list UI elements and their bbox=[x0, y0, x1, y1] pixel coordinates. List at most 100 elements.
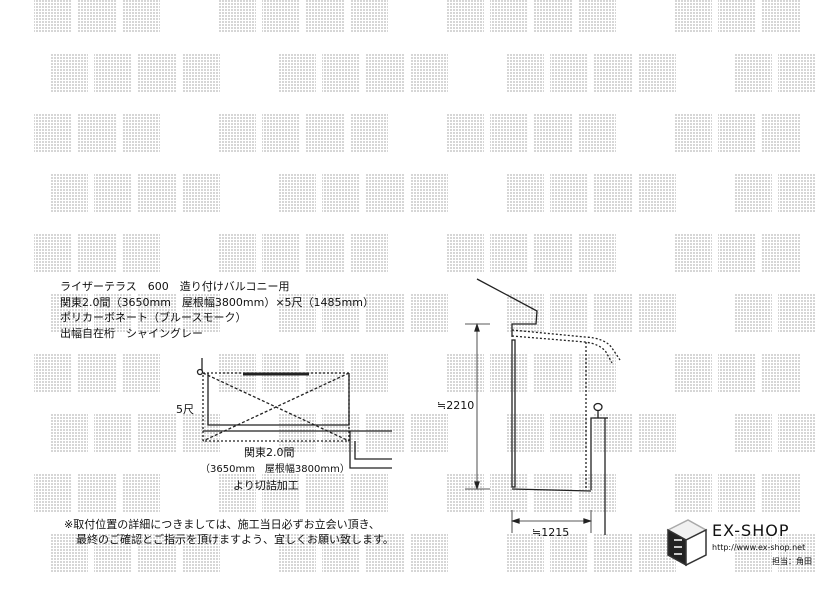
watermark-glyph bbox=[446, 0, 484, 32]
watermark-glyph bbox=[718, 354, 756, 392]
staff-label: 担当：角田 bbox=[772, 557, 812, 566]
watermark-glyph bbox=[50, 414, 88, 452]
watermark-glyph bbox=[122, 114, 160, 152]
watermark-glyph bbox=[306, 114, 344, 152]
watermark-glyph bbox=[366, 534, 404, 572]
watermark-glyph bbox=[350, 234, 388, 272]
watermark-glyph bbox=[138, 294, 176, 332]
watermark-glyph bbox=[218, 0, 256, 32]
watermark-glyph bbox=[778, 294, 816, 332]
spec-line-3: ポリカーボネート（ブルースモーク） bbox=[60, 311, 247, 324]
watermark-glyph bbox=[138, 414, 176, 452]
watermark-glyph bbox=[578, 234, 616, 272]
watermark-glyph bbox=[182, 174, 220, 212]
watermark-glyph bbox=[34, 234, 72, 272]
height-dimension: ≒2210 bbox=[437, 399, 475, 412]
watermark-glyph bbox=[674, 354, 712, 392]
watermark-glyph bbox=[446, 474, 484, 512]
watermark-glyph bbox=[94, 294, 132, 332]
watermark-glyph bbox=[366, 54, 404, 92]
projection-dimension: ≒1215 bbox=[532, 526, 570, 539]
watermark-glyph bbox=[718, 234, 756, 272]
watermark-glyph bbox=[350, 114, 388, 152]
watermark-glyph bbox=[534, 0, 572, 32]
watermark-glyph bbox=[550, 534, 588, 572]
watermark-glyph bbox=[638, 294, 676, 332]
watermark-glyph bbox=[322, 54, 360, 92]
watermark-glyph bbox=[262, 0, 300, 32]
exshop-logo-icon bbox=[666, 519, 708, 567]
watermark-glyph bbox=[94, 54, 132, 92]
watermark-glyph bbox=[534, 234, 572, 272]
watermark-glyph bbox=[350, 474, 388, 512]
watermark-glyph bbox=[674, 234, 712, 272]
watermark-glyph bbox=[578, 0, 616, 32]
watermark-glyph bbox=[366, 414, 404, 452]
watermark-glyph bbox=[122, 354, 160, 392]
watermark-glyph bbox=[278, 294, 316, 332]
watermark-glyph bbox=[534, 114, 572, 152]
watermark-glyph bbox=[734, 414, 772, 452]
watermark-glyph bbox=[594, 294, 632, 332]
watermark-glyph bbox=[718, 0, 756, 32]
watermark-glyph bbox=[490, 354, 528, 392]
watermark-glyph bbox=[734, 54, 772, 92]
watermark-glyph bbox=[262, 234, 300, 272]
size-label: （3650mm 屋根幅3800mm） bbox=[200, 464, 350, 475]
note-line-1: ※取付位置の詳細につきましては、施工当日必ずお立会い頂き、 bbox=[64, 518, 380, 531]
watermark-glyph bbox=[182, 294, 220, 332]
watermark-glyph bbox=[78, 0, 116, 32]
watermark-glyph bbox=[322, 294, 360, 332]
watermark-glyph bbox=[578, 114, 616, 152]
watermark-glyph bbox=[638, 414, 676, 452]
watermark-glyph bbox=[78, 354, 116, 392]
watermark-glyph bbox=[218, 474, 256, 512]
brand-url: http://www.ex-shop.net bbox=[712, 543, 806, 552]
watermark-glyph bbox=[578, 354, 616, 392]
watermark-glyph bbox=[490, 234, 528, 272]
watermark-glyph bbox=[446, 234, 484, 272]
watermark-glyph bbox=[638, 54, 676, 92]
note-line-2: 最終のご確認とご指示を頂けますよう、宜しくお願い致します。 bbox=[76, 533, 394, 546]
watermark-glyph bbox=[410, 534, 448, 572]
watermark-glyph bbox=[122, 234, 160, 272]
watermark-glyph bbox=[446, 114, 484, 152]
watermark-glyph bbox=[734, 294, 772, 332]
watermark-glyph bbox=[506, 54, 544, 92]
watermark-glyph bbox=[138, 534, 176, 572]
watermark-glyph bbox=[34, 0, 72, 32]
watermark-glyph bbox=[490, 114, 528, 152]
watermark-glyph bbox=[778, 174, 816, 212]
watermark-glyph bbox=[410, 294, 448, 332]
watermark-glyph bbox=[594, 534, 632, 572]
spec-line-1: ライザーテラス 600 造り付けバルコニー用 bbox=[60, 280, 290, 293]
watermark-glyph bbox=[34, 474, 72, 512]
watermark-glyph bbox=[78, 234, 116, 272]
watermark-glyph bbox=[306, 0, 344, 32]
spec-line-4: 出幅自在桁 シャイングレー bbox=[60, 327, 203, 340]
watermark-glyph bbox=[446, 354, 484, 392]
watermark-glyph bbox=[410, 414, 448, 452]
watermark-glyph bbox=[534, 354, 572, 392]
watermark-glyph bbox=[550, 54, 588, 92]
watermark-glyph bbox=[182, 414, 220, 452]
watermark-glyph bbox=[94, 534, 132, 572]
brand-name: EX-SHOP bbox=[712, 521, 790, 540]
watermark-glyph bbox=[594, 54, 632, 92]
watermark-glyph bbox=[50, 174, 88, 212]
watermark-glyph bbox=[262, 114, 300, 152]
watermark-glyph bbox=[306, 474, 344, 512]
depth-label: 5尺 bbox=[176, 403, 194, 416]
watermark-glyph bbox=[50, 294, 88, 332]
watermark-glyph bbox=[138, 54, 176, 92]
plan-view bbox=[196, 358, 392, 469]
watermark-glyph bbox=[734, 174, 772, 212]
watermark-glyph bbox=[410, 54, 448, 92]
watermark-glyph bbox=[762, 234, 800, 272]
watermark-glyph bbox=[734, 534, 772, 572]
watermark-glyph bbox=[218, 114, 256, 152]
watermark-glyph bbox=[366, 174, 404, 212]
watermark-glyph bbox=[550, 294, 588, 332]
